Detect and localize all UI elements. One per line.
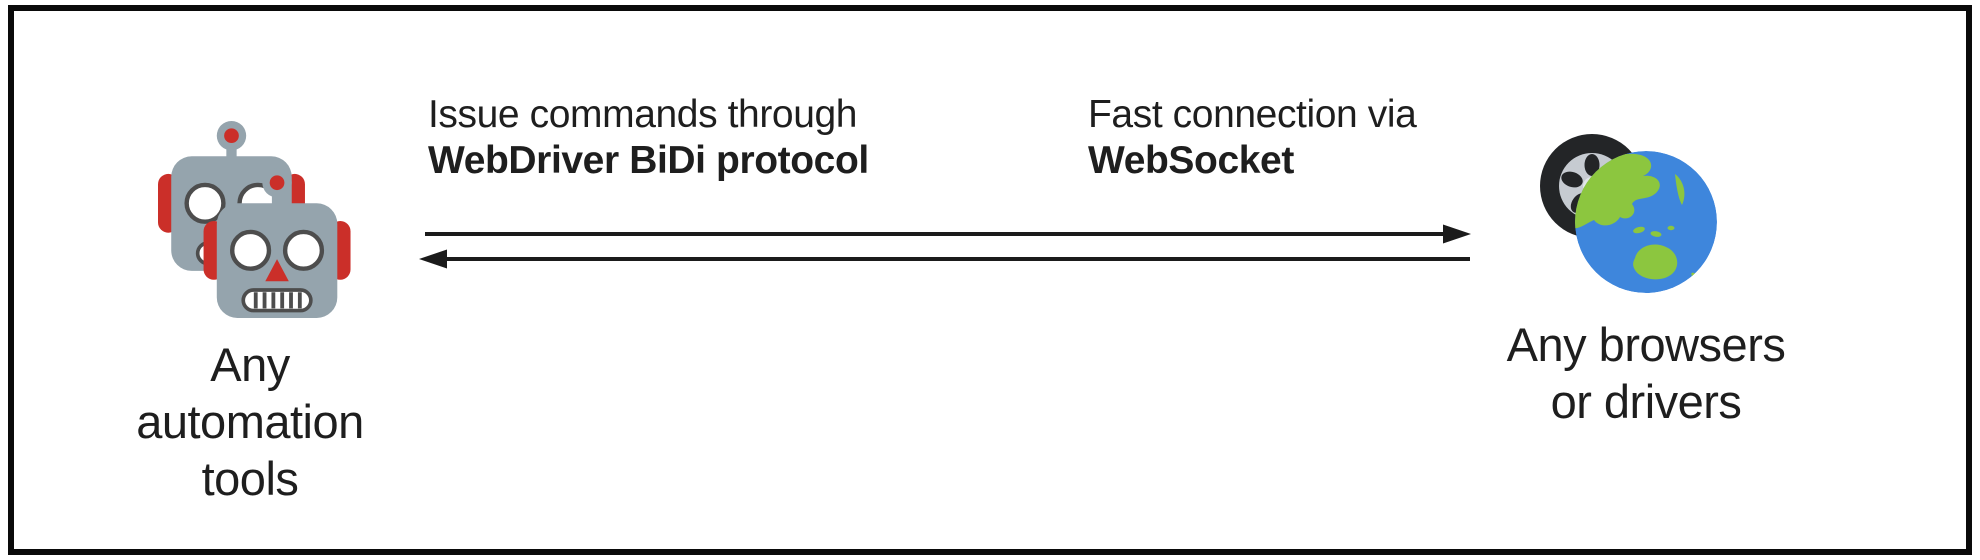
- diagram-border-frame: [8, 5, 1972, 555]
- caption-line-regular: Issue commands through: [428, 93, 858, 136]
- label-line: automation: [136, 395, 364, 448]
- caption-line-bold: WebSocket: [1088, 139, 1294, 182]
- arrow-right-icon: [425, 224, 1471, 244]
- globe-tire-icon: [1540, 134, 1717, 293]
- label-line: tools: [201, 452, 299, 505]
- label-line: or drivers: [1550, 375, 1742, 428]
- arrow-left-icon: [419, 249, 1470, 269]
- caption-webdriver-bidi: Issue commands through WebDriver BiDi pr…: [428, 92, 869, 184]
- right-node-label: Any browsers or drivers: [1456, 316, 1836, 430]
- left-node-label: Any automation tools: [60, 336, 440, 507]
- bidirectional-arrows: [419, 224, 1471, 269]
- caption-line-bold: WebDriver BiDi protocol: [428, 139, 869, 182]
- label-line: Any browsers: [1506, 318, 1786, 371]
- label-line: Any: [210, 338, 290, 391]
- caption-websocket: Fast connection via WebSocket: [1088, 92, 1417, 184]
- caption-line-regular: Fast connection via: [1088, 93, 1417, 136]
- globe-icon-asia-australia: [1575, 151, 1717, 293]
- robots-icon: [158, 118, 352, 318]
